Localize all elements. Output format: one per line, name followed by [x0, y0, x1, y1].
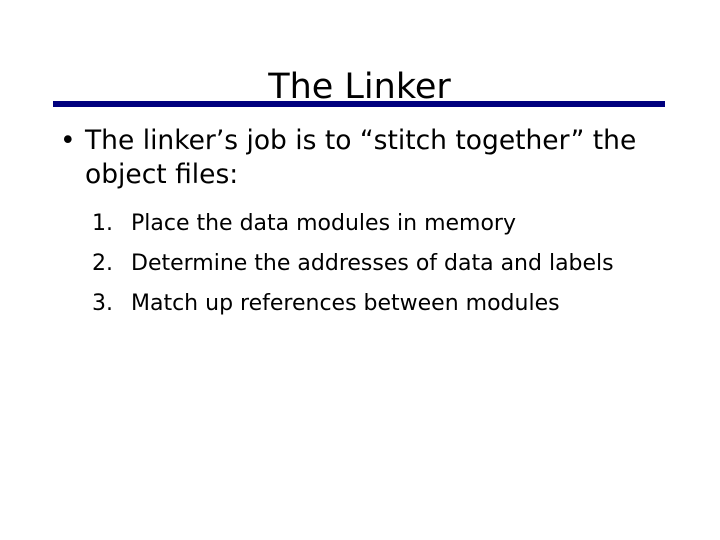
bullet-item-label: The linker’s job is to “stitch together”… — [85, 125, 637, 190]
numbered-list: 1. Place the data modules in memory 2. D… — [0, 204, 720, 324]
list-item: 1. Place the data modules in memory — [0, 204, 720, 244]
list-item-number: 1. — [92, 211, 113, 236]
list-item: 2. Determine the addresses of data and l… — [0, 244, 720, 284]
list-item: 3. Match up references between modules — [0, 284, 720, 324]
bullet-point-icon: • — [60, 125, 76, 156]
page-title: The Linker — [268, 67, 451, 108]
list-item-label: Determine the addresses of data and labe… — [131, 251, 614, 276]
list-item-label: Match up references between modules — [131, 291, 560, 316]
title-underline-rule — [53, 101, 665, 107]
slide-body: • The linker’s job is to “stitch togethe… — [0, 124, 720, 316]
list-item-number: 3. — [92, 291, 113, 316]
bullet-list-item: • The linker’s job is to “stitch togethe… — [0, 124, 720, 192]
list-item-label: Place the data modules in memory — [131, 211, 516, 236]
list-item-number: 2. — [92, 251, 113, 276]
